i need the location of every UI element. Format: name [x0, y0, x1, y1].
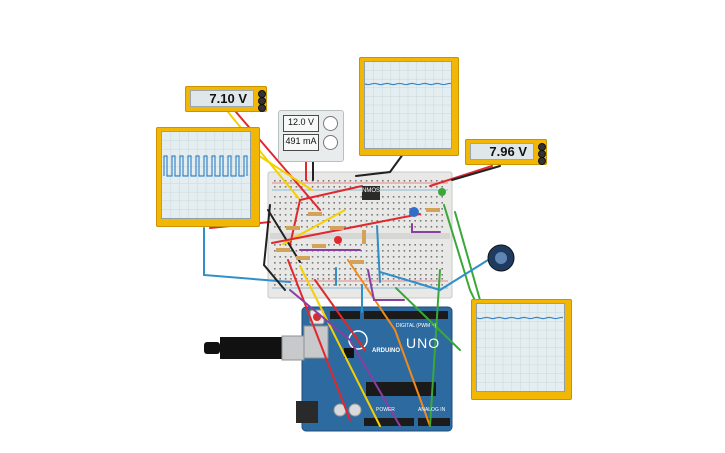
arduino-brand-label: ARDUINO: [372, 348, 400, 354]
meter-right-display: 7.96 V: [470, 143, 534, 160]
meter-knob-icon: [258, 104, 266, 112]
usb-cable: [204, 335, 305, 361]
red-led[interactable]: [334, 236, 342, 244]
multimeter-right[interactable]: 7.96 V: [465, 139, 547, 165]
potentiometer[interactable]: [487, 244, 515, 272]
current-dial-icon[interactable]: [323, 135, 338, 150]
oscilloscope-right-screen: [476, 303, 565, 392]
oscilloscope-left[interactable]: [156, 127, 260, 227]
arduino-model-label: UNO: [406, 335, 441, 351]
meter-left-display: 7.10 V: [190, 90, 254, 107]
oscilloscope-right[interactable]: [471, 299, 572, 400]
psu-current-readout: 491 mA: [283, 134, 319, 151]
arduino-uno-board[interactable]: [296, 306, 453, 432]
dc-wave: [477, 304, 564, 391]
power-pins-label: POWER: [376, 407, 395, 413]
multimeter-left[interactable]: 7.10 V: [185, 86, 267, 112]
digital-pins-label: DIGITAL (PWM ~): [396, 323, 437, 329]
meter-knob-icon: [538, 157, 546, 165]
analog-pins-label: ANALOG IN: [418, 407, 446, 413]
oscilloscope-top-screen: [364, 61, 452, 149]
voltage-dial-icon[interactable]: [323, 116, 338, 131]
oscilloscope-top[interactable]: [359, 57, 459, 156]
oscilloscope-left-screen: [161, 131, 251, 219]
resistors[interactable]: [276, 208, 440, 264]
psu-voltage-readout: 12.0 V: [283, 115, 319, 132]
capacitor[interactable]: [409, 207, 419, 217]
power-supply[interactable]: 12.0 V 491 mA: [278, 110, 344, 162]
green-led[interactable]: [438, 188, 446, 196]
dc-wave: [365, 62, 451, 148]
nmos-transistor[interactable]: [362, 186, 380, 200]
square-wave: [162, 132, 250, 218]
mosfet-label: NMOS: [362, 188, 380, 194]
